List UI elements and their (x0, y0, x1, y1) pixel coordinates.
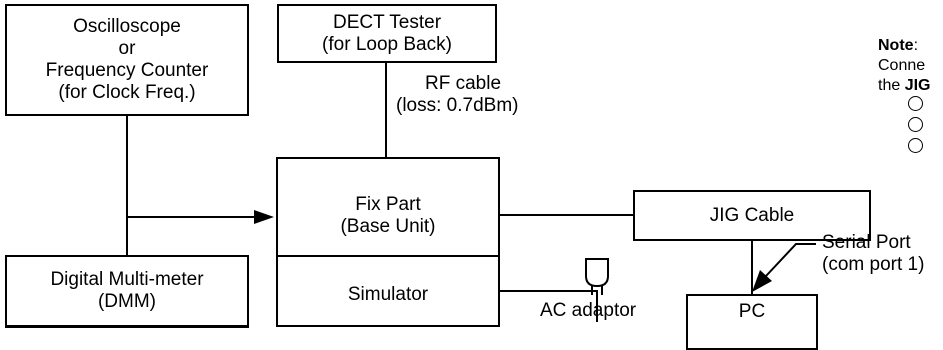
connection-lines (126, 62, 816, 322)
ac-adaptor-label: AC adaptor (540, 300, 636, 322)
rf-cable-label: RF cable (loss: 0.7dBm) (396, 73, 518, 117)
note-line-2-bold: JIG (904, 77, 931, 94)
note-item-2-marker (908, 117, 923, 132)
fixpart-arrowhead (254, 210, 274, 224)
ac-adaptor-text: AC adaptor (540, 300, 637, 321)
serial-port-label-2: (com port 1) (822, 254, 925, 275)
fix-part-line-1: Fix Part (355, 193, 421, 215)
simulator-bx: Simulator (276, 255, 500, 325)
oscilloscope-line-1: Oscilloscope (73, 16, 181, 37)
oscilloscope-block: Oscilloscope or Frequency Counter (for C… (5, 4, 249, 116)
jig-cable-label: JIG Cable (709, 204, 795, 226)
simulator-label: Simulator (347, 284, 429, 305)
pc-bx: PC (686, 294, 818, 325)
fix-part-line-2: (Base Unit) (340, 215, 436, 237)
fix-part-block: Fix Part (Base Unit) (276, 157, 500, 274)
ac-plug-icon (585, 258, 609, 288)
serial-port-label: Serial Port (com port 1) (822, 232, 924, 276)
serial-port-pointer (765, 243, 816, 277)
rf-cable-label-2: (loss: 0.7dBm) (396, 95, 519, 116)
note-colon: : (913, 37, 919, 54)
dmm-bx: Digital Multi-meter (DMM) (5, 255, 249, 325)
note-line-2-prefix: the (878, 77, 905, 94)
dmm-line-2: (DMM) (97, 291, 157, 312)
oscilloscope-line-4: (for Clock Freq.) (58, 82, 196, 103)
note-item-1-marker (908, 96, 923, 111)
dmm-block-bottom (5, 326, 249, 328)
rf-cable-label-1: RF cable (424, 73, 502, 94)
serial-port-label-1: Serial Port (822, 232, 911, 253)
note-item-3-marker (908, 138, 923, 153)
dect-tester-line-1: DECT Tester (332, 11, 442, 33)
simulator-block (276, 325, 500, 327)
jig-cable-block: JIG Cable (633, 190, 871, 241)
note: Note: Conne the JIG (878, 36, 930, 159)
pc-label: PC (738, 301, 766, 322)
dect-tester-block: DECT Tester (for Loop Back) (277, 4, 497, 63)
dect-tester-line-2: (for Loop Back) (322, 33, 452, 55)
dmm-line-1: Digital Multi-meter (50, 269, 204, 290)
note-title: Note (878, 37, 914, 54)
oscilloscope-line-2: or (118, 38, 136, 59)
note-line-1: Conne (878, 57, 926, 74)
serial-port-arrowhead (752, 270, 772, 292)
oscilloscope-line-3: Frequency Counter (45, 60, 209, 81)
